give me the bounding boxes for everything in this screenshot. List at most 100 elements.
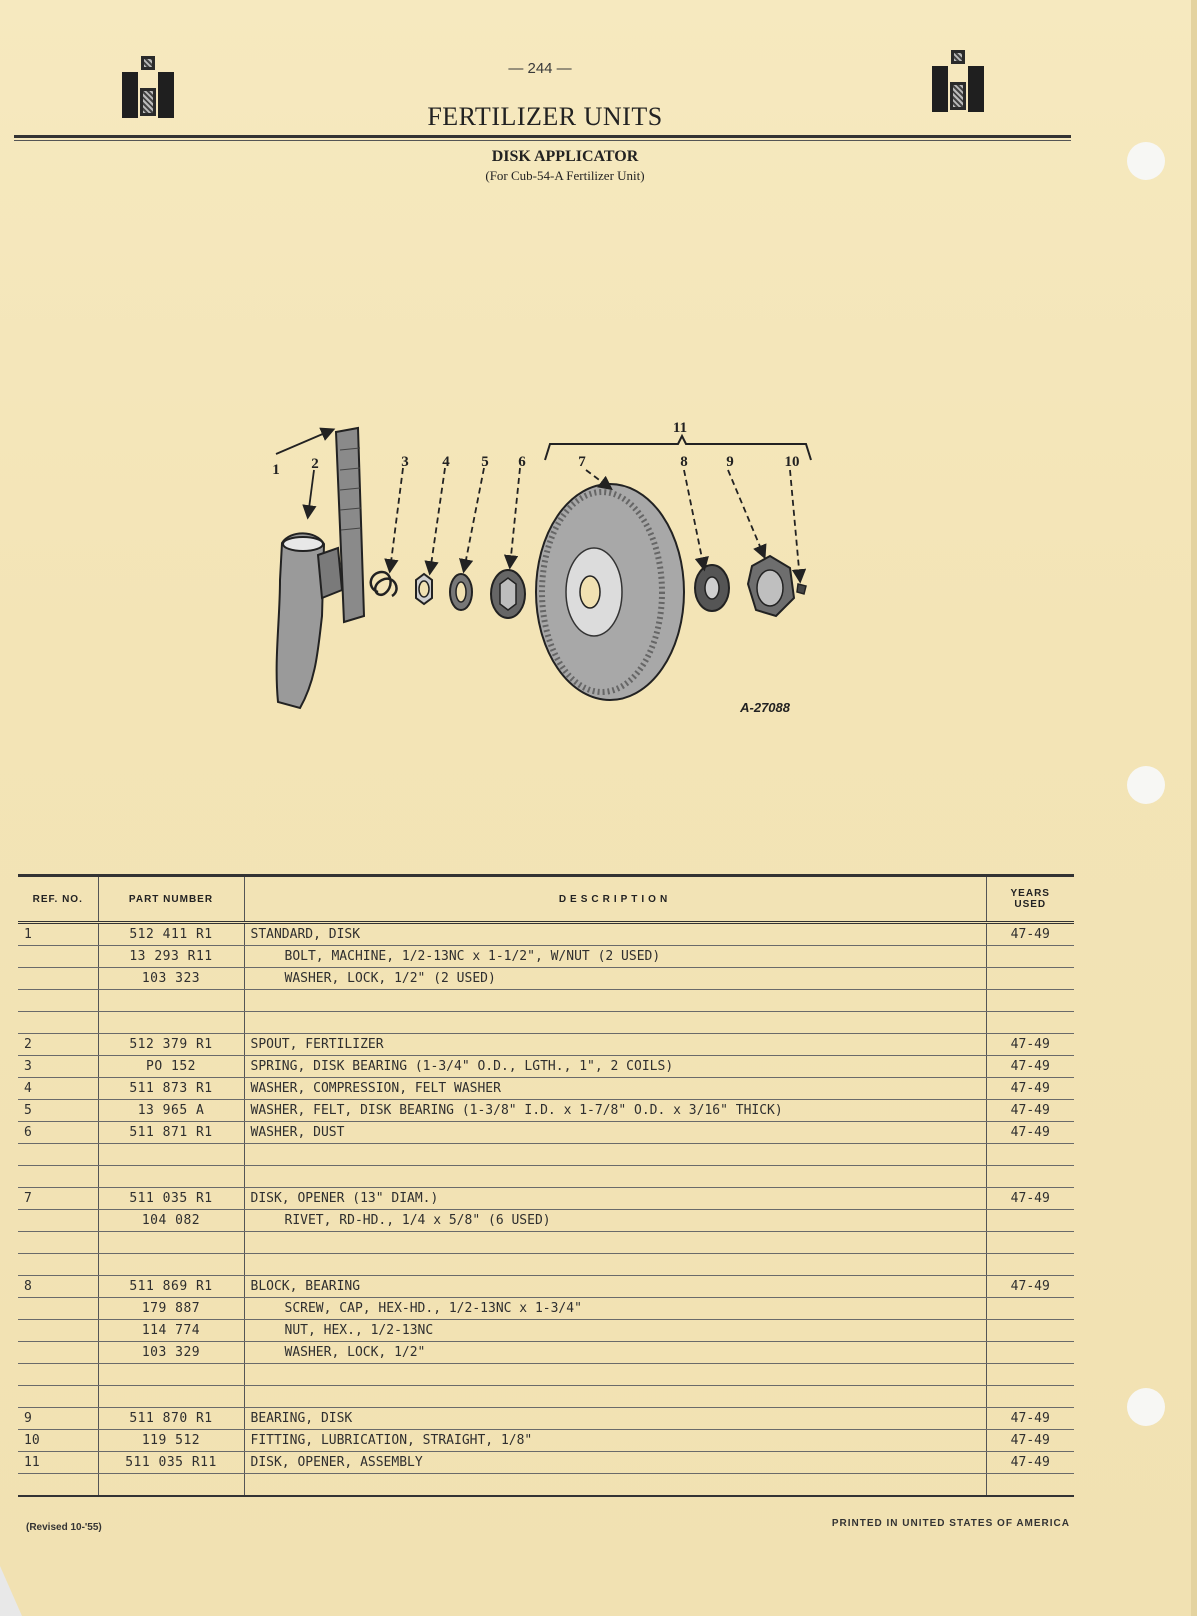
exploded-parts-diagram: 1 2 3 4 5 6 7 8 9 10 11 A-27088 bbox=[272, 420, 812, 715]
header-years-used: YEARS USED bbox=[985, 875, 1074, 924]
opener-disk-grooves-shape bbox=[539, 489, 665, 695]
cell-description: DISK, OPENER (13" DIAM.) bbox=[243, 1187, 986, 1210]
cell-ref-no: 9 bbox=[18, 1407, 98, 1430]
cell-part-number: 511 870 R1 bbox=[97, 1407, 244, 1430]
callout-5: 5 bbox=[481, 454, 489, 470]
cell-part-number: 511 869 R1 bbox=[97, 1275, 244, 1298]
description-text: RIVET, RD-HD., 1/4 x 5/8" (6 USED) bbox=[284, 1213, 551, 1228]
cell-ref-no: 3 bbox=[18, 1055, 98, 1078]
table-row-blank bbox=[18, 1473, 1074, 1497]
cell-ref-no bbox=[18, 1253, 98, 1276]
cell-years-used bbox=[985, 1341, 1074, 1364]
cell-ref-no: 11 bbox=[18, 1451, 98, 1474]
header-years-line2: USED bbox=[1014, 899, 1047, 910]
description-text: NUT, HEX., 1/2-13NC bbox=[284, 1323, 434, 1338]
cell-part-number: 119 512 bbox=[97, 1429, 244, 1452]
cell-years-used bbox=[985, 1253, 1074, 1276]
parts-table: REF. NO. PART NUMBER DESCRIPTION YEARS U… bbox=[18, 874, 1074, 1497]
description-text: BLOCK, BEARING bbox=[250, 1279, 361, 1294]
cell-part-number bbox=[97, 1231, 244, 1254]
cell-years-used bbox=[985, 945, 1074, 968]
callout-2: 2 bbox=[311, 456, 319, 472]
cell-ref-no: 1 bbox=[18, 922, 98, 946]
cell-description bbox=[243, 1363, 986, 1386]
assembly-bracket-line bbox=[544, 433, 812, 461]
ih-logo-left-icon bbox=[122, 56, 174, 122]
header-description: DESCRIPTION bbox=[243, 875, 986, 924]
callout-3: 3 bbox=[401, 454, 409, 470]
section-title: DISK APPLICATOR bbox=[491, 148, 639, 165]
description-text: BOLT, MACHINE, 1/2-13NC x 1-1/2", W/NUT … bbox=[284, 949, 661, 964]
cell-part-number: 104 082 bbox=[97, 1209, 244, 1232]
leader-7 bbox=[585, 469, 613, 491]
cell-part-number bbox=[97, 1253, 244, 1276]
cell-years-used bbox=[985, 1165, 1074, 1188]
leader-1 bbox=[275, 427, 336, 455]
cell-description: WASHER, FELT, DISK BEARING (1-3/8" I.D. … bbox=[243, 1099, 986, 1122]
spout-bracket-shape bbox=[316, 546, 344, 600]
cell-description: SPRING, DISK BEARING (1-3/4" O.D., LGTH.… bbox=[243, 1055, 986, 1078]
compression-washer-hole-shape bbox=[418, 580, 430, 598]
cell-years-used bbox=[985, 1297, 1074, 1320]
leader-8 bbox=[683, 469, 709, 572]
table-row-blank bbox=[18, 1231, 1074, 1254]
cell-years-used bbox=[985, 1319, 1074, 1342]
cell-ref-no: 10 bbox=[18, 1429, 98, 1452]
cell-years-used bbox=[985, 1011, 1074, 1034]
leader-5 bbox=[459, 467, 485, 574]
punch-hole-top bbox=[1127, 142, 1165, 180]
description-text: STANDARD, DISK bbox=[250, 927, 361, 942]
cell-years-used bbox=[985, 1231, 1074, 1254]
disk-standard-shape bbox=[334, 426, 366, 624]
cell-years-used: 47-49 bbox=[985, 1275, 1074, 1298]
cell-part-number: 511 873 R1 bbox=[97, 1077, 244, 1100]
table-row-blank bbox=[18, 1011, 1074, 1034]
dust-washer-hex-shape bbox=[499, 577, 517, 611]
header-part-number: PART NUMBER bbox=[97, 875, 244, 924]
table-row: 104 082 RIVET, RD-HD., 1/4 x 5/8" (6 USED… bbox=[18, 1209, 1074, 1232]
description-text: SCREW, CAP, HEX-HD., 1/2-13NC x 1-3/4" bbox=[284, 1301, 582, 1316]
cell-part-number: 114 774 bbox=[97, 1319, 244, 1342]
leader-3 bbox=[384, 467, 404, 574]
cell-description: RIVET, RD-HD., 1/4 x 5/8" (6 USED) bbox=[243, 1209, 986, 1232]
cell-years-used bbox=[985, 1473, 1074, 1497]
description-text: DISK, OPENER (13" DIAM.) bbox=[250, 1191, 439, 1206]
description-text: WASHER, FELT, DISK BEARING (1-3/8" I.D. … bbox=[250, 1103, 783, 1118]
cell-part-number: PO 152 bbox=[97, 1055, 244, 1078]
cell-years-used: 47-49 bbox=[985, 1121, 1074, 1144]
cell-ref-no: 6 bbox=[18, 1121, 98, 1144]
description-text: BEARING, DISK bbox=[250, 1411, 353, 1426]
cell-years-used: 47-49 bbox=[985, 1187, 1074, 1210]
cell-part-number: 103 329 bbox=[97, 1341, 244, 1364]
cell-ref-no bbox=[18, 967, 98, 990]
cell-description bbox=[243, 1011, 986, 1034]
cell-description bbox=[243, 1385, 986, 1408]
cell-description: WASHER, COMPRESSION, FELT WASHER bbox=[243, 1077, 986, 1100]
cell-years-used bbox=[985, 1209, 1074, 1232]
cell-description: WASHER, LOCK, 1/2" bbox=[243, 1341, 986, 1364]
cell-description: WASHER, DUST bbox=[243, 1121, 986, 1144]
description-text: SPOUT, FERTILIZER bbox=[250, 1037, 384, 1052]
cell-part-number: 511 035 R1 bbox=[97, 1187, 244, 1210]
description-text: SPRING, DISK BEARING (1-3/4" O.D., LGTH.… bbox=[250, 1059, 674, 1074]
cell-description bbox=[243, 1253, 986, 1276]
cell-part-number bbox=[97, 1363, 244, 1386]
callout-8: 8 bbox=[680, 454, 688, 470]
standard-ribs-shape bbox=[339, 447, 362, 531]
cell-years-used bbox=[985, 989, 1074, 1012]
cell-part-number: 179 887 bbox=[97, 1297, 244, 1320]
cell-description bbox=[243, 1143, 986, 1166]
disk-bearing-face-shape bbox=[756, 569, 784, 607]
page-edge bbox=[1191, 0, 1197, 1616]
cell-part-number: 13 965 A bbox=[97, 1099, 244, 1122]
description-text: WASHER, DUST bbox=[250, 1125, 345, 1140]
description-text: WASHER, LOCK, 1/2" bbox=[284, 1345, 426, 1360]
cell-part-number: 512 379 R1 bbox=[97, 1033, 244, 1056]
